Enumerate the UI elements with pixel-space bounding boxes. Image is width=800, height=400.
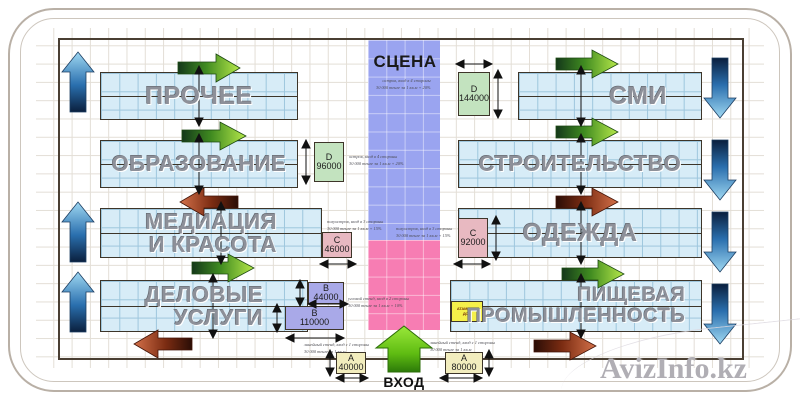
annotation-a-left: линейный стенд, вход с 1 стороны 30 000 … bbox=[304, 342, 369, 355]
price-box-letter: C bbox=[333, 234, 341, 245]
arrow-brown-left-1 bbox=[179, 187, 239, 217]
arrow-green-right-2 bbox=[181, 121, 247, 151]
price-box-value: 46000 bbox=[324, 244, 350, 254]
sponsor-box-line2: ДОС bbox=[462, 310, 472, 316]
arrow-green-right-6 bbox=[561, 259, 625, 289]
annotation-c-right: полуостров, вход в 3 стороны 30 000 тенг… bbox=[396, 226, 452, 239]
price-box-letter: B bbox=[322, 282, 329, 293]
arrow-green-right-5 bbox=[555, 117, 619, 147]
price-box-letter: D bbox=[325, 151, 333, 162]
annotation-line1: полуостров, вход в 3 стороны bbox=[327, 219, 384, 224]
dimension-lines bbox=[194, 59, 586, 383]
stage-label: СЦЕНА bbox=[373, 52, 437, 71]
price-box-value: 92000 bbox=[460, 237, 486, 247]
arrow-blue-down-right-1 bbox=[703, 57, 737, 119]
price-box-value: 40000 bbox=[338, 362, 364, 372]
annotation-line2: 30 000 тенге за 1 кв.м + 20% bbox=[349, 160, 404, 166]
annotation-line1: остров, вход в 4 стороны bbox=[382, 78, 431, 83]
arrow-green-right-3 bbox=[191, 253, 255, 283]
arrow-blue-down-right-2 bbox=[703, 139, 737, 201]
arrow-blue-up-left-1 bbox=[61, 51, 95, 113]
price-box-value: 96000 bbox=[316, 161, 342, 171]
price-box-value: 144000 bbox=[458, 93, 490, 103]
stage-area-blue bbox=[368, 40, 440, 240]
sponsor-box-atameken[interactable]: АТАМЕКЕН ДОС bbox=[451, 301, 483, 322]
stand-divider bbox=[459, 164, 701, 165]
annotation-line2: 30 000 тенге за 1 кв.м bbox=[430, 346, 472, 352]
stage-area-pink bbox=[368, 240, 440, 330]
price-box-a-40000[interactable]: A 40000 bbox=[336, 352, 366, 374]
annotation-b-right: угловой стенд, вход в 2 стороны 30 000 т… bbox=[348, 296, 409, 309]
stand-divider bbox=[519, 96, 701, 97]
inner-frame bbox=[20, 18, 780, 382]
price-box-value: 80000 bbox=[451, 362, 477, 372]
price-box-letter: A bbox=[347, 352, 354, 363]
arrow-brown-right-1 bbox=[555, 187, 619, 217]
annotation-d-top: остров, вход в 4 стороны 30 000 тенге за… bbox=[376, 78, 431, 91]
sponsor-box-line1: АТАМЕКЕН bbox=[456, 306, 478, 312]
annotation-a-right: линейный стенд, вход с 1 стороны 30 000 … bbox=[430, 340, 495, 353]
arrow-green-right-4 bbox=[555, 49, 619, 79]
annotation-line2: 30 000 тенге за 1 кв.м + 15% bbox=[396, 232, 451, 238]
arrow-green-right-1 bbox=[177, 53, 241, 83]
arrow-blue-up-left-2 bbox=[61, 201, 95, 263]
price-box-d-144000[interactable]: D 144000 bbox=[458, 72, 490, 116]
arrow-brown-left-2 bbox=[133, 329, 193, 359]
stand-divider bbox=[101, 233, 321, 234]
annotation-d-left: остров, вход в 4 стороны 30 000 тенге за… bbox=[349, 154, 404, 167]
annotation-line1: угловой стенд, вход в 2 стороны bbox=[348, 296, 410, 301]
price-box-letter: B bbox=[311, 307, 318, 318]
annotation-line2: 30 000 тенге за 1 кв.м bbox=[304, 348, 346, 354]
price-box-value: 110000 bbox=[299, 317, 330, 327]
entrance-label: ВХОД bbox=[383, 374, 425, 390]
price-box-letter: C bbox=[469, 227, 477, 238]
annotation-line1: остров, вход в 4 стороны bbox=[349, 154, 398, 159]
price-box-letter: D bbox=[470, 83, 478, 94]
price-box-letter: A bbox=[460, 352, 467, 363]
price-box-d-96000[interactable]: D 96000 bbox=[314, 142, 344, 182]
annotation-line2: 30 000 тенге за 1 кв.м + 10% bbox=[348, 302, 403, 308]
stand-divider bbox=[451, 306, 701, 307]
watermark-avizinfo: AvizInfo.kz bbox=[600, 352, 747, 385]
stand-divider bbox=[101, 306, 307, 307]
annotation-line1: полуостров, вход в 3 стороны bbox=[396, 226, 453, 231]
annotation-line1: линейный стенд, вход с 1 стороны bbox=[304, 342, 369, 347]
entrance-arrow-icon bbox=[374, 325, 434, 373]
arrow-blue-down-right-4 bbox=[703, 283, 737, 345]
arrow-blue-up-left-3 bbox=[61, 271, 95, 333]
annotation-c-left: полуостров, вход в 3 стороны 30 000 тенг… bbox=[327, 219, 383, 232]
annotation-line2: 30 000 тенге за 1 кв.м + 20% bbox=[376, 84, 431, 90]
annotation-line2: 30 000 тенге за 1 кв.м + 15% bbox=[327, 225, 382, 231]
price-box-a-80000[interactable]: A 80000 bbox=[445, 352, 483, 374]
price-box-c-92000[interactable]: C 92000 bbox=[458, 218, 488, 258]
price-box-value: 44000 bbox=[313, 292, 339, 302]
arrow-brown-right-2 bbox=[533, 331, 597, 361]
arrow-blue-down-right-3 bbox=[703, 211, 737, 273]
annotation-line1: линейный стенд, вход с 1 стороны bbox=[430, 340, 495, 345]
price-box-c-46000[interactable]: C 46000 bbox=[322, 232, 352, 258]
stand-divider bbox=[459, 233, 701, 234]
